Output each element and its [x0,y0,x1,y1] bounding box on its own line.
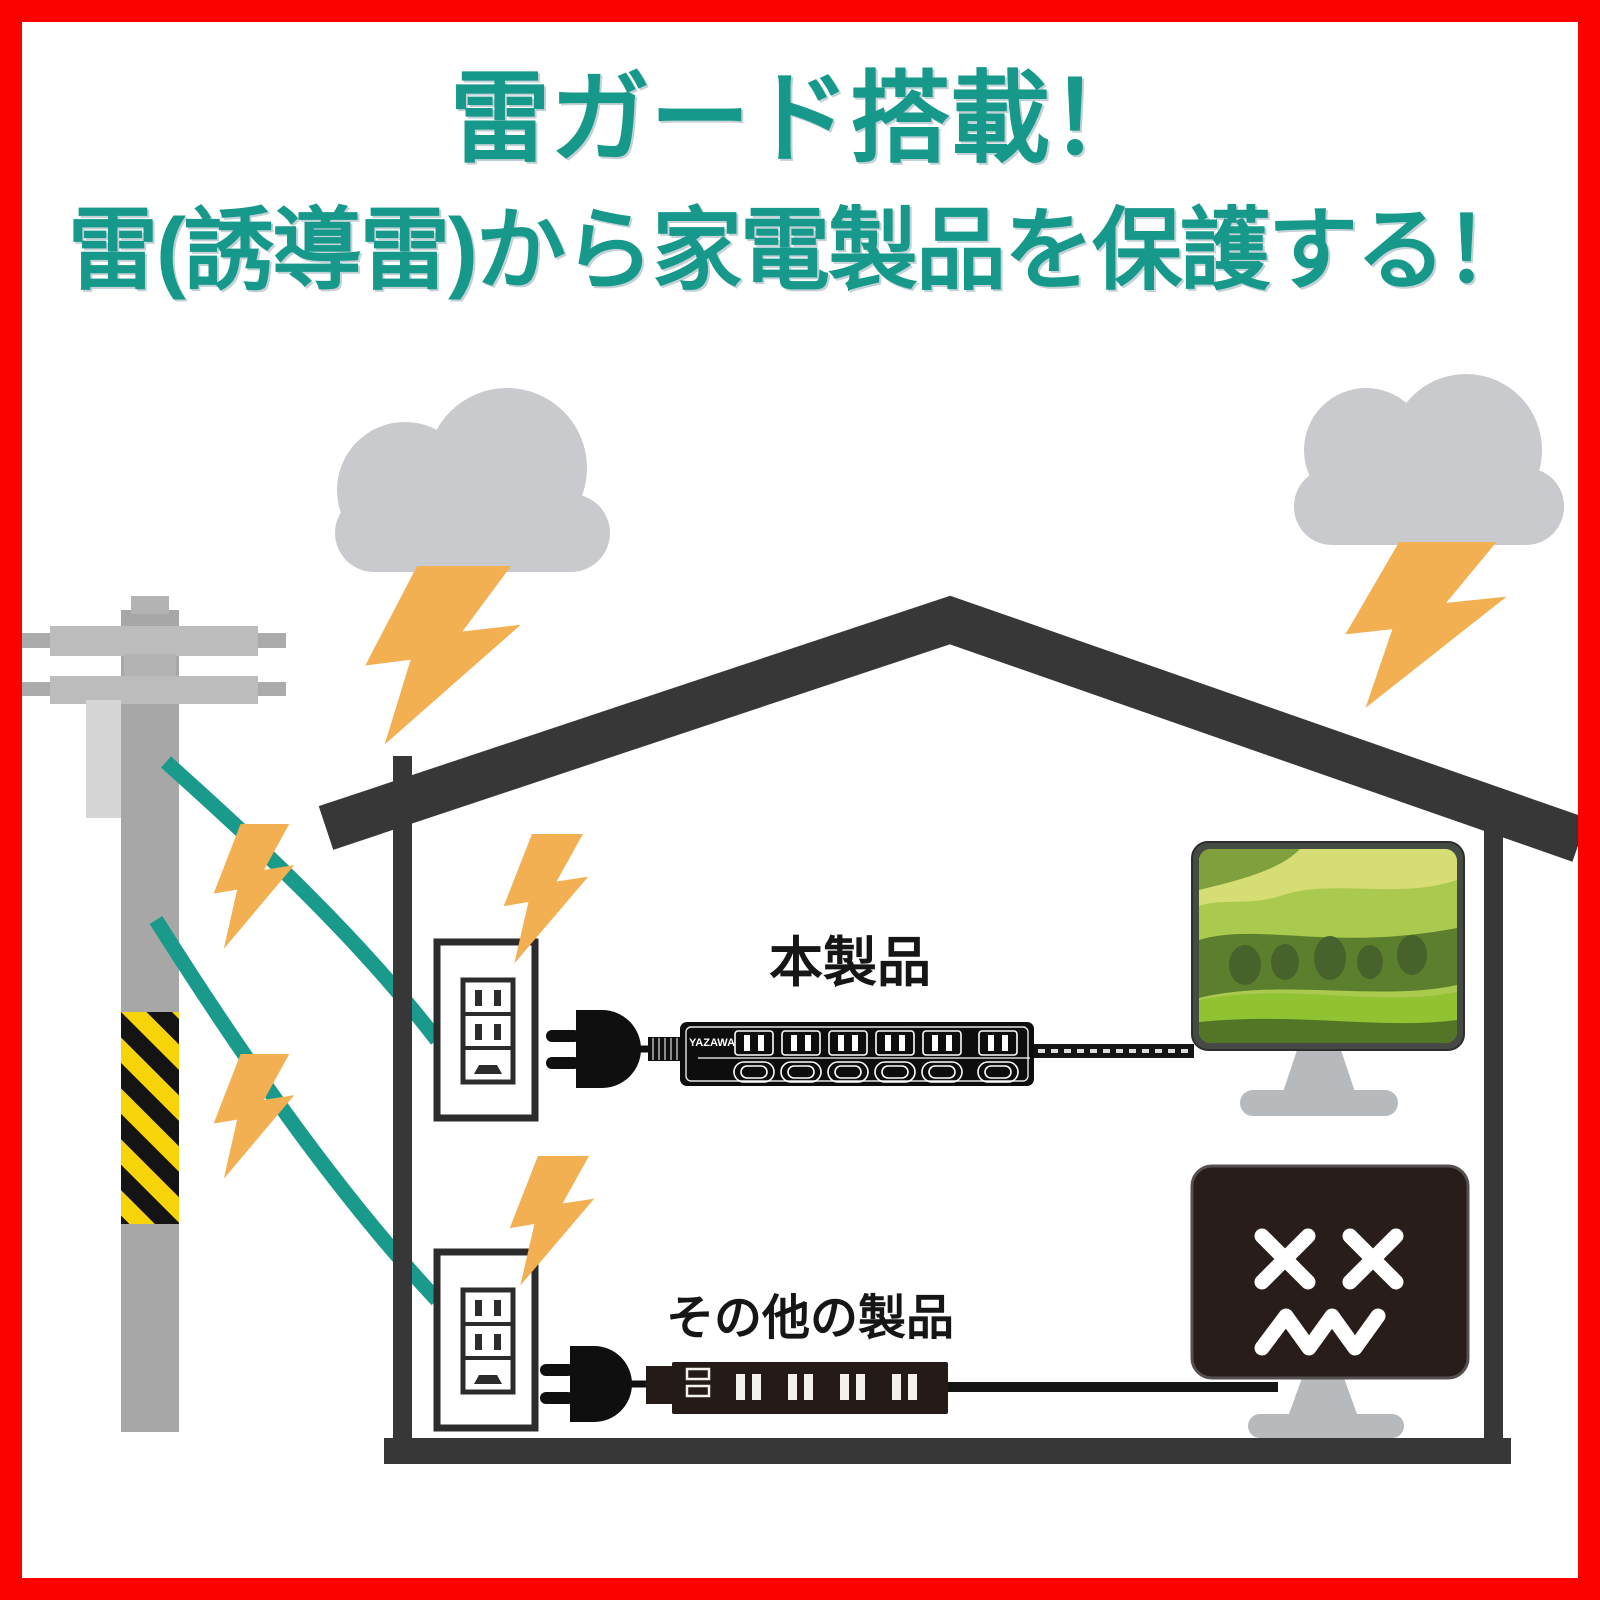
crossarm-upper [50,626,258,656]
house-left-wall [393,756,412,1462]
basic-strip-slots [736,1374,917,1400]
dead-monitor-eyes [1254,1228,1404,1290]
storm-cloud-right [1294,374,1564,545]
crossarm-stub [256,633,286,648]
house-outline [318,595,1588,1464]
headline-line-1: 雷ガード搭載！ [450,63,1150,175]
strip-switches [733,1061,1019,1083]
lightning-bolt-cloud-left [365,566,521,745]
hazard-stripes [121,1012,179,1224]
storm-cloud-left [335,388,610,572]
pole-block [124,654,176,678]
house-roof [318,595,1588,862]
label-other-products: その他の製品 [665,1292,954,1345]
power-cord-to-tv [1034,1044,1194,1058]
crossarm-stub [256,682,286,696]
house-floor [384,1438,1511,1464]
crossarm-stub [22,682,52,696]
wall-outlet-bottom [433,1248,539,1432]
dead-monitor-mouth [1254,1308,1386,1356]
house-right-wall [1484,824,1503,1462]
monitor-stand-base [1248,1414,1404,1438]
dead-monitor [1190,1164,1470,1438]
monitor-stand-neck [1289,1378,1357,1414]
crossarm-lower [50,676,258,704]
headline-line-2: 雷(誘導雷)から家電製品を保護する！ [68,201,1534,301]
power-cord-to-monitor [948,1382,1278,1392]
surge-power-strip: YAZAWA [680,1022,1194,1086]
tv-protected [1191,841,1465,1116]
crossarm-stub [22,633,52,648]
wall-outlet-top [433,938,539,1122]
tv-stand-base [1240,1090,1398,1116]
basic-power-strip [672,1362,1278,1414]
lightning-bolt-wire-upper [213,824,295,949]
power-plug-top [546,1010,684,1088]
strip-brand-text: YAZAWA [689,1037,735,1049]
lightning-bolt-cloud-right [1345,542,1507,708]
basic-strip-rotated-socket [685,1367,711,1398]
dead-monitor-screen [1190,1164,1470,1380]
label-this-product: 本製品 [769,933,931,993]
tv-landscape-image [1199,849,1457,1043]
strip-outlet-slots [744,1035,1008,1051]
tv-stand-neck [1283,1050,1355,1092]
transformer-box [86,700,121,818]
power-plug-bottom [540,1346,674,1422]
pole-cap [131,596,169,614]
utility-pole [22,596,286,1432]
strip-outlets [734,1030,1018,1056]
